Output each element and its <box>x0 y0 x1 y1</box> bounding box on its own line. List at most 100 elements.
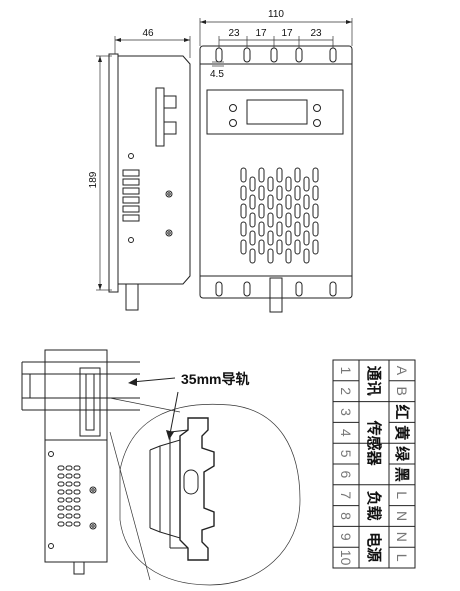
vent-slot <box>57 481 65 487</box>
vent-slot <box>267 194 274 210</box>
vent-slot <box>294 203 301 219</box>
svg-text:46: 46 <box>142 28 154 39</box>
vent-slot <box>285 176 292 192</box>
vent-slot <box>267 176 274 192</box>
vent-slot <box>276 185 283 201</box>
vent-slot <box>276 167 283 183</box>
vent-slot <box>65 521 73 527</box>
rail-mount-view <box>21 349 176 575</box>
vent-slot <box>73 497 81 503</box>
vent-slot <box>73 465 81 471</box>
vent-slot <box>249 194 256 210</box>
vent-slot <box>73 473 81 479</box>
vent-slot <box>65 497 73 503</box>
side-vent <box>122 169 140 222</box>
terminal-function: 电源 <box>365 532 383 562</box>
terminal-number: 2 <box>338 387 354 395</box>
vent-slot <box>65 513 73 519</box>
terminal-code: 红 <box>393 404 411 419</box>
vent-slot <box>294 167 301 183</box>
vent-slot <box>303 176 310 192</box>
vent-slot <box>249 230 256 246</box>
vent-slot <box>276 239 283 255</box>
vent-slot <box>258 167 265 183</box>
vent-slot <box>294 239 301 255</box>
terminal-code: N <box>394 532 410 542</box>
vent-slot <box>267 230 274 246</box>
terminal-number: 6 <box>338 471 354 479</box>
vent-slot <box>285 230 292 246</box>
vent-slot <box>285 248 292 264</box>
terminal-code: N <box>394 511 410 521</box>
vent-slot <box>73 505 81 511</box>
vent-slot <box>65 481 73 487</box>
svg-text:17: 17 <box>281 28 293 39</box>
vent-slot <box>65 465 73 471</box>
vent-slot <box>57 521 65 527</box>
vent-slot <box>249 248 256 264</box>
vent-slot <box>240 221 247 237</box>
vent-slot <box>57 465 65 471</box>
vent-slot <box>57 489 65 495</box>
vent-slot <box>276 221 283 237</box>
dim-hole-spacing: 23 17 17 23 <box>218 28 334 48</box>
vent-slot <box>312 167 319 183</box>
vent-slot <box>303 212 310 228</box>
svg-text:189: 189 <box>88 171 99 188</box>
vent-slot <box>258 239 265 255</box>
terminal-code: 绿 <box>393 446 411 462</box>
vent-slot <box>285 194 292 210</box>
vent-slot <box>312 203 319 219</box>
dim-side-width: 46 <box>114 28 191 58</box>
vent-slot <box>73 513 81 519</box>
terminal-number: 8 <box>338 512 354 520</box>
rail-label: 35mm导轨 <box>181 371 249 387</box>
vent-slot <box>57 497 65 503</box>
vent-slot <box>276 203 283 219</box>
vent-slot <box>303 194 310 210</box>
terminal-number: 7 <box>338 491 354 499</box>
terminal-code: 黄 <box>393 425 411 440</box>
terminal-code: A <box>394 366 410 376</box>
rail-view-vent <box>57 465 81 527</box>
terminal-number: 9 <box>338 533 354 541</box>
terminal-code: 黑 <box>393 467 411 482</box>
svg-text:4.5: 4.5 <box>210 69 224 80</box>
front-view <box>199 45 353 313</box>
terminal-code: B <box>394 387 410 396</box>
terminal-number: 10 <box>338 550 354 566</box>
dim-total-width: 110 <box>199 9 353 46</box>
vent-slot <box>285 212 292 228</box>
svg-text:110: 110 <box>268 9 284 20</box>
svg-text:17: 17 <box>255 28 267 39</box>
vent-slot <box>240 239 247 255</box>
vent-slot <box>73 489 81 495</box>
vent-slot <box>312 239 319 255</box>
vent-slot <box>240 203 247 219</box>
vent-slot <box>73 481 81 487</box>
dim-offset: 4.5 <box>210 61 224 80</box>
vent-slot <box>73 521 81 527</box>
vent-slot <box>303 230 310 246</box>
terminal-function: 负载 <box>365 491 383 521</box>
terminal-function: 通讯 <box>365 366 383 396</box>
vent-slot <box>65 473 73 479</box>
vent-slot <box>240 167 247 183</box>
terminal-number: 1 <box>338 367 354 375</box>
side-view <box>108 53 191 311</box>
vent-slot <box>249 176 256 192</box>
vent-slot <box>267 212 274 228</box>
terminal-number: 3 <box>338 408 354 416</box>
terminal-number: 5 <box>338 450 354 458</box>
detail-callout <box>109 391 301 586</box>
vent-slot <box>294 185 301 201</box>
terminal-code: L <box>394 491 410 499</box>
vent-slot <box>65 505 73 511</box>
dim-height: 189 <box>88 55 112 291</box>
vent-slot <box>57 513 65 519</box>
vent-slot <box>312 221 319 237</box>
front-vent <box>240 167 319 264</box>
vent-slot <box>258 185 265 201</box>
